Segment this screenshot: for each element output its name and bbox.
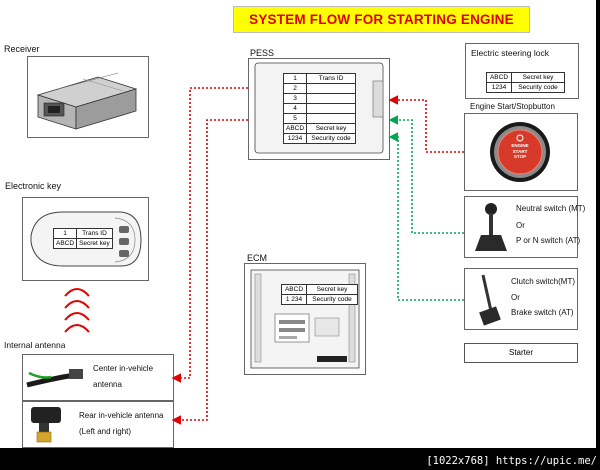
diagram-canvas: SYSTEM FLOW FOR STARTING ENGINE Receiver… xyxy=(0,0,596,448)
neutral-switch-line3: P or N switch (AT) xyxy=(516,236,581,245)
center-antenna-image xyxy=(26,369,83,388)
center-antenna-box: Center in-vehicle antenna xyxy=(22,354,174,401)
clutch-switch-line2: Or xyxy=(511,293,520,302)
pess-cell: 1234 xyxy=(282,133,308,144)
receiver-label: Receiver xyxy=(4,44,40,54)
connection-lines xyxy=(171,87,464,425)
diagram-title: SYSTEM FLOW FOR STARTING ENGINE xyxy=(233,6,530,33)
switches-to-pess-link xyxy=(388,115,464,301)
pess-to-antenna-link xyxy=(171,87,248,425)
key-cell: ABCD xyxy=(52,238,78,249)
neutral-switch-line1: Neutral switch (MT) xyxy=(516,204,586,213)
internal-antenna-label: Internal antenna xyxy=(4,340,66,350)
receiver-box xyxy=(27,56,149,138)
rear-antenna-image xyxy=(31,407,61,443)
start-stop-button-image xyxy=(490,122,550,182)
center-antenna-label: Center in-vehicle antenna xyxy=(93,364,154,389)
ecm-label: ECM xyxy=(247,253,267,263)
starter-box: Starter xyxy=(464,343,578,363)
watermark-text: [1022x768] https://upic.me/ xyxy=(426,455,597,467)
pess-cell: Security code xyxy=(306,133,357,144)
wireless-signal-icon xyxy=(64,288,90,333)
steering-cell: Security code xyxy=(511,82,565,93)
gear-shifter-icon xyxy=(475,203,507,251)
clutch-switch-box: Clutch switch(MT) Or Brake switch (AT) xyxy=(464,268,578,330)
clutch-switch-line1: Clutch switch(MT) xyxy=(511,277,576,286)
receiver-image xyxy=(36,72,138,130)
start-button-to-pess-link xyxy=(388,95,464,153)
neutral-switch-line2: Or xyxy=(516,221,525,230)
start-stop-box: ENGINE START STOP xyxy=(464,113,578,191)
start-stop-label: Engine Start/Stopbutton xyxy=(470,102,555,111)
neutral-switch-box: Neutral switch (MT) Or P or N switch (AT… xyxy=(464,196,585,258)
start-stop-button-text: ENGINE START STOP xyxy=(511,143,529,159)
pedal-icon xyxy=(479,274,501,326)
ecm-cell: Security code xyxy=(306,294,358,305)
rear-antenna-box: Rear in-vehicle antenna (Left and right) xyxy=(22,401,174,448)
rear-antenna-label: Rear in-vehicle antenna (Left and right) xyxy=(79,411,164,436)
steering-lock-label: Electric steering lock xyxy=(471,48,549,58)
clutch-switch-line3: Brake switch (AT) xyxy=(511,308,574,317)
pess-label: PESS xyxy=(250,48,275,58)
key-cell: Secret key xyxy=(76,238,113,249)
electronic-key-label: Electronic key xyxy=(5,181,62,191)
